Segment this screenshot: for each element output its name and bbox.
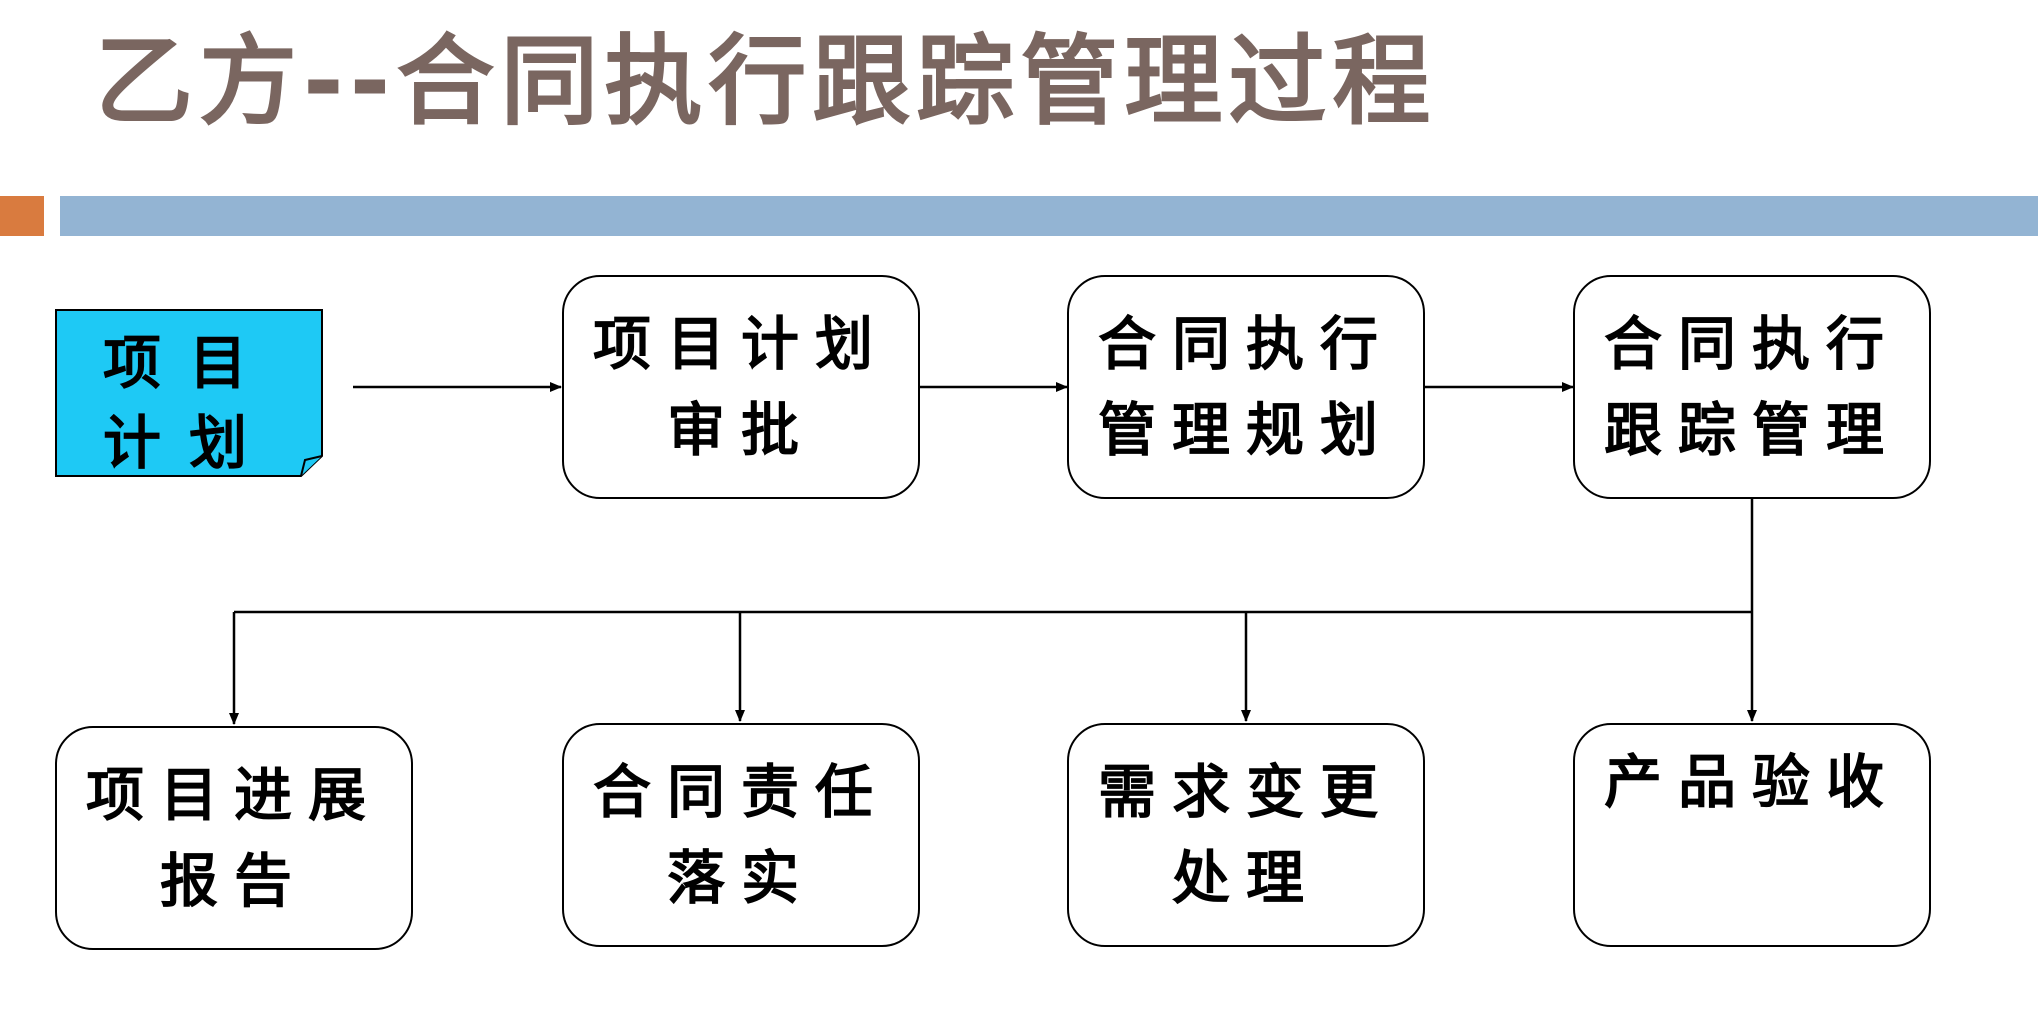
project-plan-note-label: 项目 计划 (102, 329, 275, 477)
box-contract-responsibility-label: 合同责任 落实 (592, 758, 889, 912)
box-plan-review: 项目计划 审批 (562, 275, 920, 499)
box-product-acceptance: 产品验收 (1573, 723, 1931, 947)
box-product-acceptance-label: 产品验收 (1603, 748, 1900, 816)
note-folded-corner (300, 455, 323, 477)
page-title: 乙方--合同执行跟踪管理过程 (95, 25, 1437, 139)
box-execution-tracking-label: 合同执行 跟踪管理 (1603, 310, 1900, 464)
box-progress-report-label: 项目进展 报告 (85, 761, 382, 915)
box-contract-responsibility: 合同责任 落实 (562, 723, 920, 947)
box-execution-planning-label: 合同执行 管理规划 (1097, 310, 1394, 464)
project-plan-note: 项目 计划 (55, 309, 323, 477)
header-divider-bar (60, 196, 2038, 236)
box-progress-report: 项目进展 报告 (55, 726, 413, 950)
accent-square (0, 196, 44, 236)
box-execution-tracking: 合同执行 跟踪管理 (1573, 275, 1931, 499)
note-shape (55, 309, 323, 477)
box-requirement-change-label: 需求变更 处理 (1097, 758, 1394, 912)
box-requirement-change: 需求变更 处理 (1067, 723, 1425, 947)
box-plan-review-label: 项目计划 审批 (592, 310, 889, 464)
box-execution-planning: 合同执行 管理规划 (1067, 275, 1425, 499)
